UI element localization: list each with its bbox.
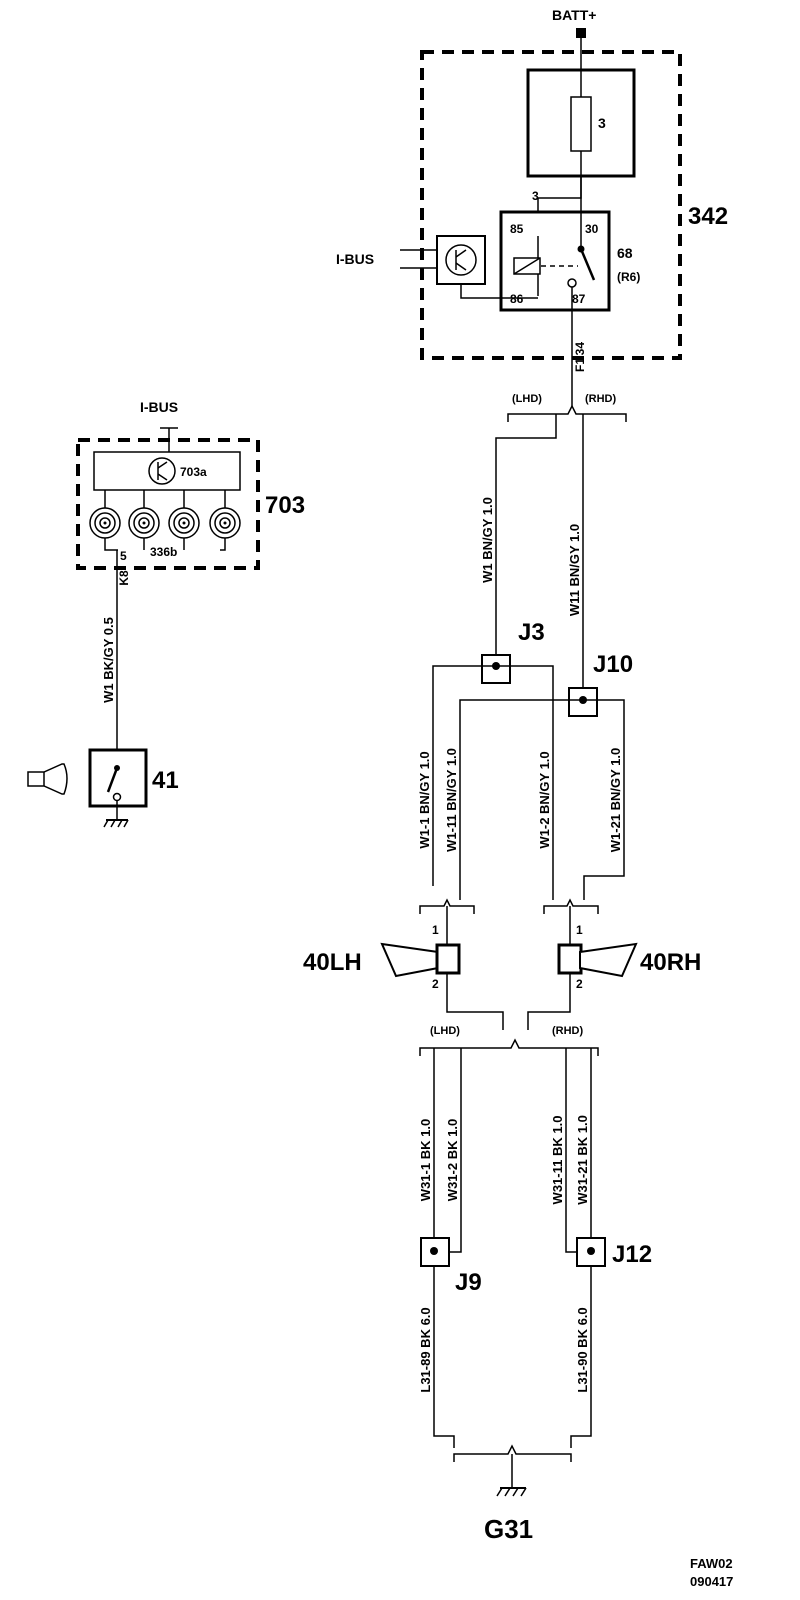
- wire-l31-90: [570, 1266, 592, 1448]
- wire-w11-rhd: W11 BN/GY 1.0: [567, 524, 582, 616]
- horn-symbol-icon: [27, 763, 68, 795]
- relay-sub: (R6): [617, 270, 640, 284]
- lhd-label-2: (LHD): [430, 1025, 460, 1037]
- option-bracket-top: [507, 404, 627, 422]
- rhd-label-1: (RHD): [585, 393, 616, 405]
- conn-f1: F1: [573, 358, 587, 372]
- wire-l31-90-label: L31-90 BK 6.0: [575, 1307, 590, 1392]
- junction-j12-label: J12: [612, 1241, 652, 1268]
- ground-bracket: [453, 1444, 572, 1462]
- ibus-transistor-box: [436, 235, 486, 285]
- transistor-703-icon: [148, 457, 176, 485]
- module-703-box: [76, 438, 260, 570]
- wire-w1-1: W1-1 BN/GY 1.0: [417, 751, 432, 848]
- wire-l31-89-label: L31-89 BK 6.0: [418, 1307, 433, 1392]
- batt-terminal: [576, 28, 586, 38]
- relay-coil-diagonal: [513, 257, 541, 275]
- junction-j3: [481, 654, 511, 684]
- relay-pin-87: 87: [572, 292, 586, 306]
- coil-icon: [209, 507, 241, 539]
- fuse-label: 3: [598, 115, 606, 131]
- relay-pin-85: 85: [510, 222, 524, 236]
- fuse-to-85-wire: [537, 176, 582, 212]
- horn-lh-icon: [380, 942, 439, 978]
- wire-w1-21: W1-21 BN/GY 1.0: [608, 748, 623, 853]
- relay-contact-87: [567, 278, 577, 288]
- module-703a-block: [93, 451, 241, 491]
- wire-w1-11: W1-11 BN/GY 1.0: [444, 748, 459, 852]
- switch-41-label: 41: [152, 767, 179, 794]
- module-342-box: [420, 50, 682, 360]
- relay-switch-arm: [579, 248, 596, 281]
- horn-rh-pin2: 2: [576, 977, 583, 991]
- wire-j3-w1-1: [432, 665, 496, 886]
- horn-lh-return: [446, 973, 504, 1030]
- junction-j9-label: J9: [455, 1269, 482, 1296]
- lhd-feed-wire: [495, 414, 557, 664]
- conn-pin-34: 34: [573, 342, 587, 356]
- wire-w1-2: W1-2 BN/GY 1.0: [537, 751, 552, 848]
- fuse-out-pin: 3: [532, 189, 539, 203]
- horn-rh-body: [557, 943, 583, 975]
- horn-rh-pin1: 1: [576, 923, 583, 937]
- wire-l31-89: [433, 1266, 455, 1448]
- wire-w1-bkgy-label: W1 BK/GY 0.5: [101, 617, 116, 703]
- horn-lh-pin2: 2: [432, 977, 439, 991]
- wire-w1-lhd: W1 BN/GY 1.0: [480, 497, 495, 583]
- module-342-label: 342: [688, 203, 728, 230]
- lhd-label-1: (LHD): [512, 393, 542, 405]
- switch-41-arm: [106, 767, 119, 793]
- relay-pin-30: 30: [585, 222, 599, 236]
- fuse-icon: [570, 96, 592, 152]
- horn-lh-bracket: [419, 898, 475, 914]
- module-703a-label: 703a: [180, 465, 207, 479]
- module-703-pin5: 5: [120, 549, 127, 563]
- wire-w31-1-label: W31-1 BK 1.0: [418, 1119, 433, 1201]
- coil-icon: [168, 507, 200, 539]
- coil-icons: [89, 507, 241, 539]
- relay-68-box: [499, 210, 611, 312]
- wire-j3-w1-2: [496, 665, 554, 900]
- coil-icon: [128, 507, 160, 539]
- option-bracket-bottom: [419, 1038, 599, 1056]
- conn-k8: K8: [117, 570, 131, 586]
- relay-pin-86: 86: [510, 292, 524, 306]
- rhd-label-2: (RHD): [552, 1025, 583, 1037]
- horn-lh-body: [435, 943, 461, 975]
- coil-icon: [89, 507, 121, 539]
- horn-rh-return: [527, 973, 571, 1030]
- junction-j10-label: J10: [593, 651, 633, 678]
- horn-rh-icon: [579, 942, 638, 978]
- horn-rh-bracket: [543, 898, 599, 914]
- ground-g31-label: G31: [484, 1514, 533, 1544]
- wire-w31-21-label: W31-21 BK 1.0: [575, 1115, 590, 1205]
- relay-id: 68: [617, 245, 633, 261]
- module-336b-label: 336b: [150, 545, 177, 559]
- horn-lh-pin1: 1: [432, 923, 439, 937]
- transistor-to-86-wire: [460, 284, 538, 299]
- junction-j3-label: J3: [518, 619, 545, 646]
- wire-w31-11-label: W31-11 BK 1.0: [550, 1116, 565, 1205]
- wire-w31-2-label: W31-2 BK 1.0: [445, 1119, 460, 1201]
- batt-plus-label: BATT+: [552, 7, 596, 23]
- module-703-label: 703: [265, 492, 305, 519]
- ibus-label-703: I-BUS: [140, 399, 178, 415]
- horn-lh-label: 40LH: [303, 949, 362, 976]
- transistor-icon: [445, 244, 477, 276]
- footer-date: 090417: [690, 1574, 733, 1589]
- horn-rh-label: 40RH: [640, 949, 701, 976]
- ibus-label-342: I-BUS: [336, 251, 374, 267]
- footer-code: FAW02: [690, 1556, 733, 1571]
- wire-j10-w1-21: [583, 699, 625, 900]
- wire-j10-w1-11: [459, 699, 583, 900]
